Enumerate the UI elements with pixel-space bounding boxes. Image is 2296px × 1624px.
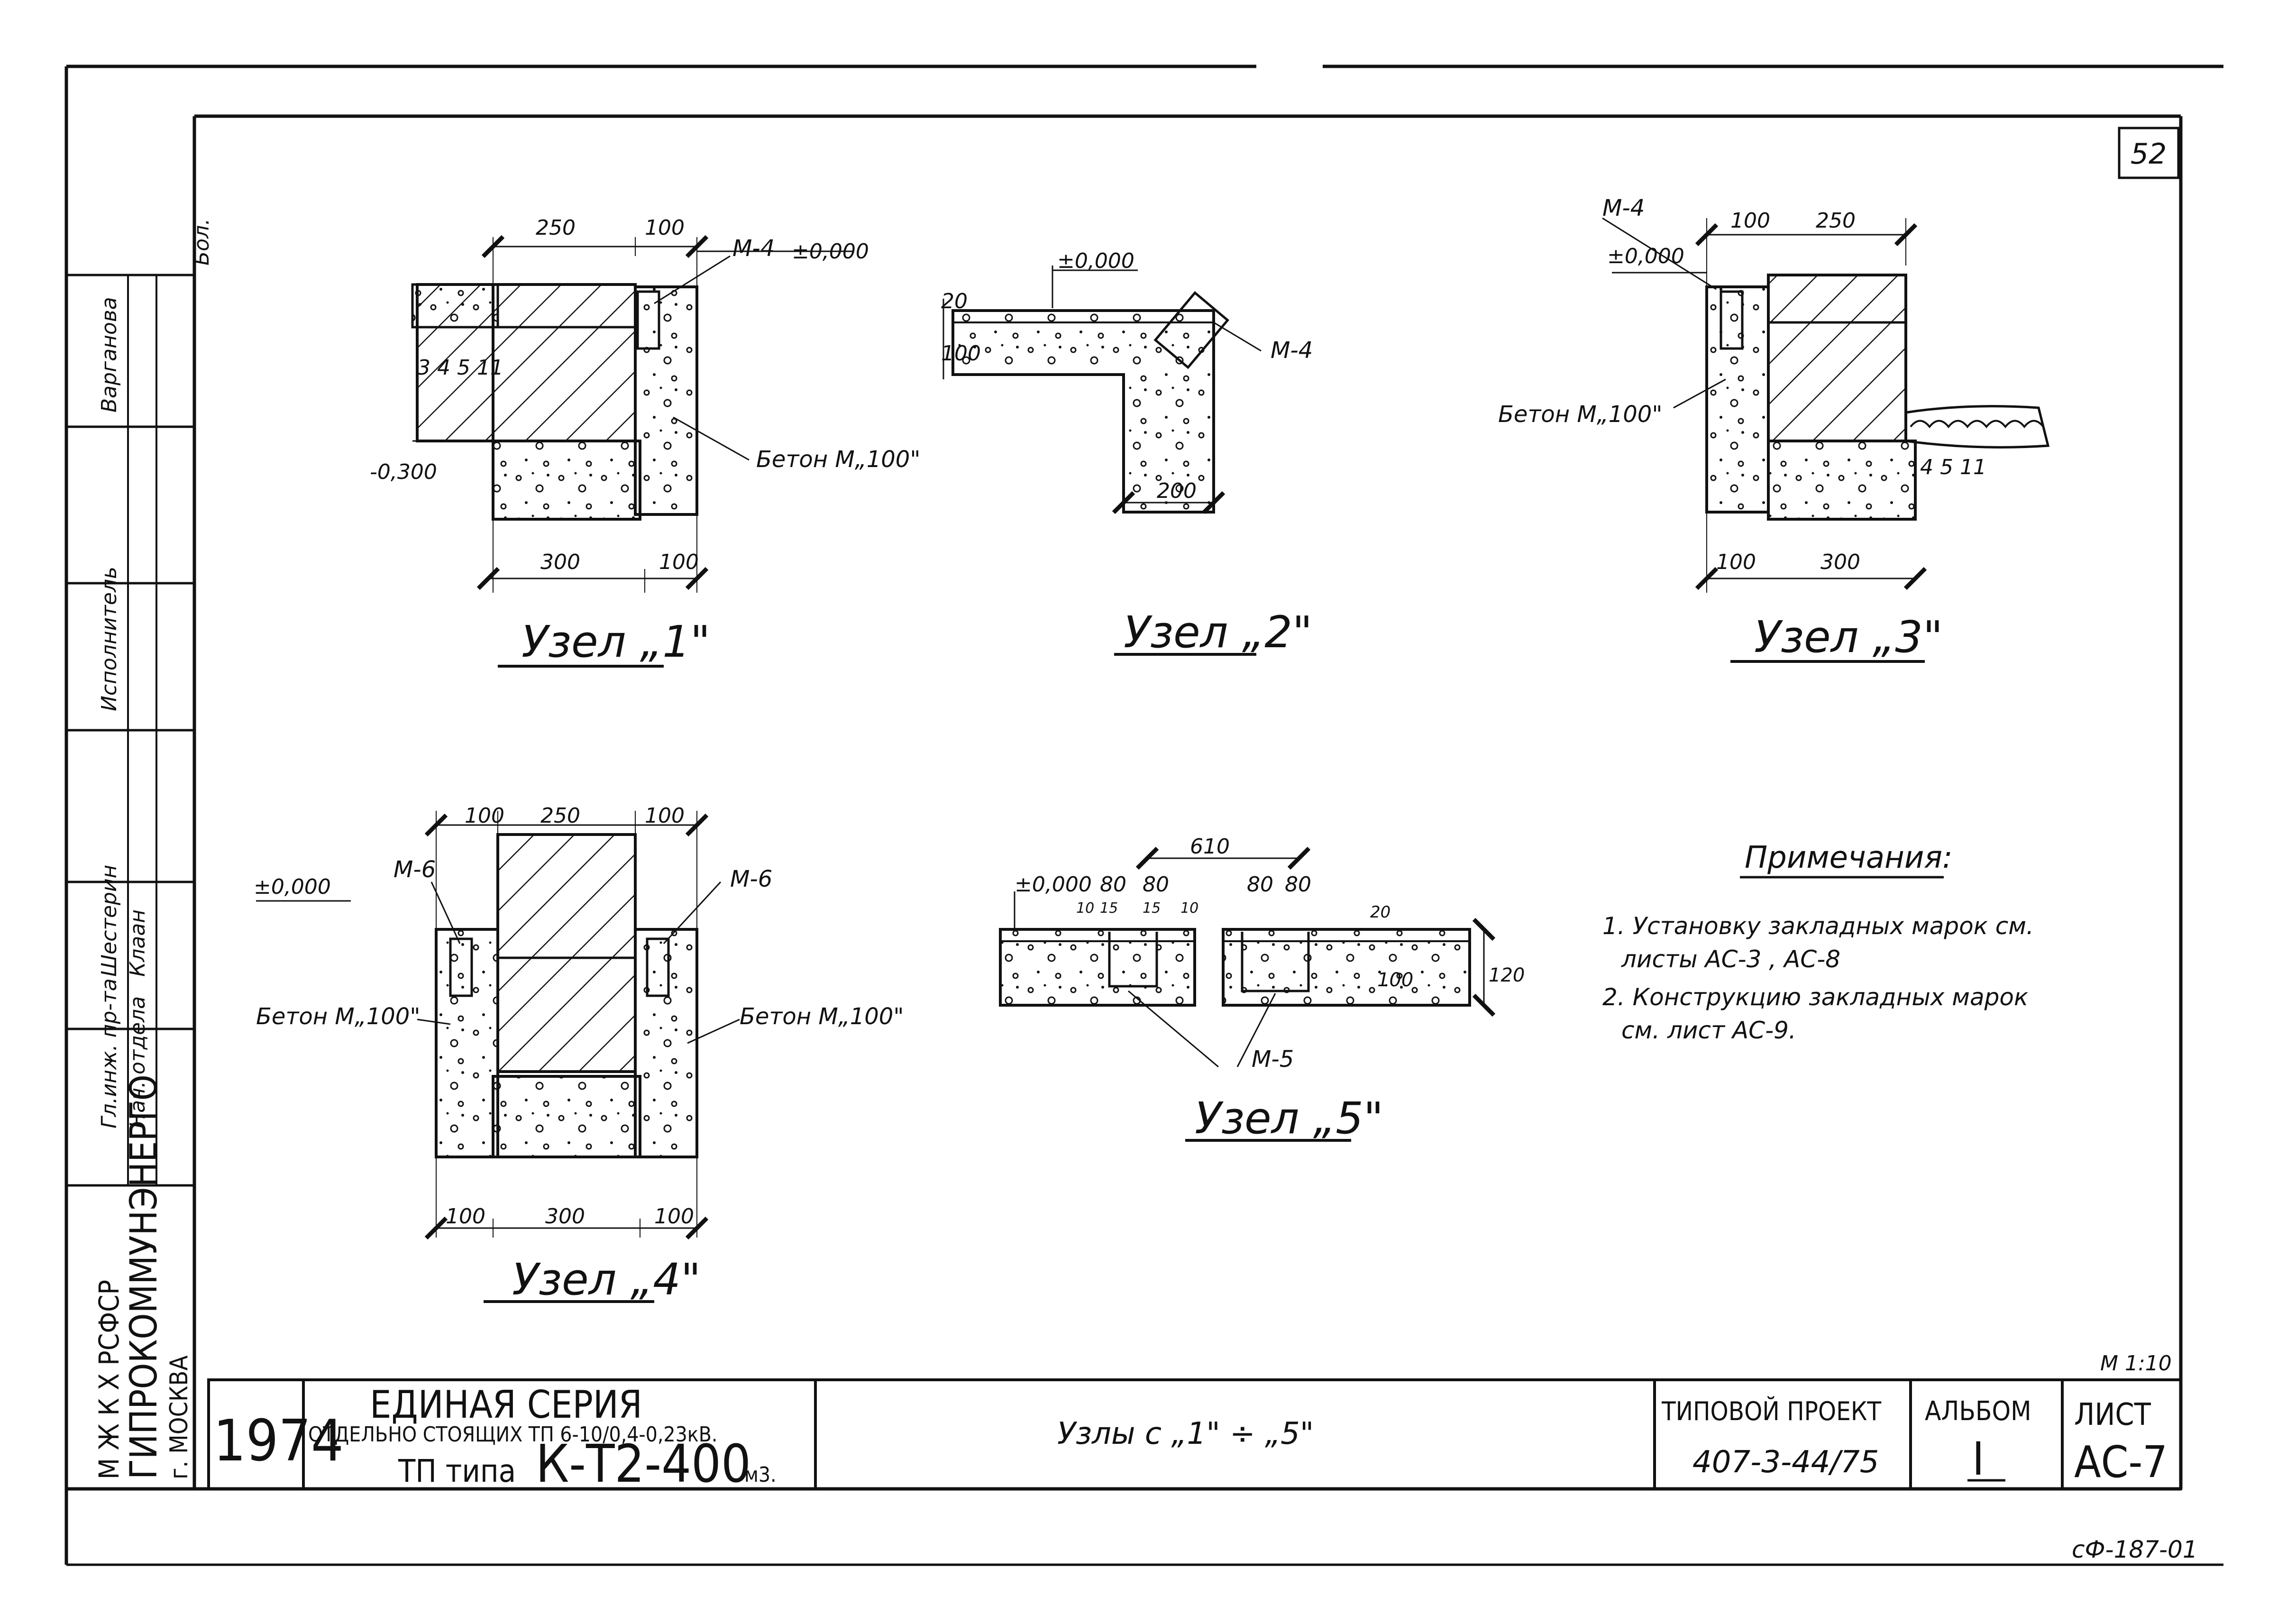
n1-concrete: Бетон М„100" [756,446,920,473]
n5-dim-15-b: 15 [1143,900,1161,917]
name-klaan: Клаан [126,909,150,977]
name-bol: Бол. [190,219,214,266]
n5-dim-10-b: 10 [1180,900,1198,917]
title-block: 1974 ЕДИНАЯ СЕРИЯ ОТДЕЛЬНО СТОЯЩИХ ТП 6-… [207,1378,2182,1494]
series-line-2: ОТДЕЛЬНО СТОЯЩИХ ТП 6-10/0,4-0,23кВ. [308,1422,717,1447]
sheet-value: АС-7 [2074,1437,2168,1487]
n5-dim-610: 610 [1190,835,1230,859]
n5-dim-15-a: 15 [1100,900,1118,917]
n3-layer: 4 5 11 [1920,455,1986,479]
n4-mark-right: М-6 [730,866,772,892]
n4-dim-300: 300 [545,1204,585,1229]
n1-layer: 3 4 5 11 [417,356,503,380]
role-executor: Исполнитель [97,567,121,711]
n4-dim-100-left: 100 [465,804,504,828]
n5-dim-80-c: 80 [1247,872,1273,897]
n1-dim-100-bottom: 100 [659,550,699,574]
notes-heading: Примечания: [1745,840,1953,875]
n3-title: Узел „3" [1754,612,1943,662]
series-line-1: ЕДИНАЯ СЕРИЯ [370,1383,642,1427]
n5-title: Узел „5" [1195,1093,1383,1144]
project-label: ТИПОВОЙ ПРОЕКТ [1661,1396,1881,1426]
side-stamp: Гл.инж. пр-та Нач. отдела Шестерин Клаан… [66,219,214,1479]
n5-dim-120: 120 [1489,964,1525,986]
note-line-2: листы АС-3 , АС-8 [1621,945,1840,973]
n1-dim-250: 250 [536,216,576,240]
n2-title: Узел „2" [1124,607,1312,658]
name-shesterin: Шестерин [97,865,121,977]
n5-dim-100: 100 [1377,969,1413,991]
org-city: г. МОСКВА [165,1356,193,1479]
album-label: АЛЬБОМ [1925,1396,2031,1427]
n4-mark-left: М-6 [393,856,436,883]
node-2: ±0,000 20 100 200 М-4 Узел „2" [941,249,1313,658]
n2-mark: М-4 [1271,337,1313,364]
role-chief-engineer: Гл.инж. пр-та [97,978,121,1129]
n1-dim-100-top: 100 [645,216,685,240]
n4-title: Узел „4" [512,1254,701,1305]
sheet-number-box: 52 [2118,127,2180,179]
drawing-name: Узлы с „1" ÷ „5" [1057,1416,1314,1451]
footer-code: сФ-187-01 [2072,1536,2198,1563]
note-line-1: 1. Установку закладных марок см. [1602,912,2034,940]
node-1: 250 100 300 100 ±0,000 -0,300 М-4 Бетон … [370,216,920,668]
n3-dim-300: 300 [1820,550,1860,574]
notes: Примечания: 1. Установку закладных марок… [1602,840,2034,1044]
name-varganova: Варганова [97,297,121,413]
sheet-number: 52 [2131,138,2167,171]
n3-mark: М-4 [1602,195,1645,221]
n1-mark: М-4 [732,235,775,262]
node-5: 610 80 80 80 80 10 15 15 10 20 100 120 ±… [999,835,1525,1144]
n2-dim-20: 20 [941,289,968,313]
n3-level-top: ±0,000 [1607,244,1684,268]
n5-level-top: ±0,000 [1015,872,1092,897]
series-line-3-suffix: м3. [744,1463,777,1487]
album-value: I [1972,1432,1984,1486]
sheet-label: ЛИСТ [2074,1397,2151,1432]
series-line-3-code: К-Т2-400 [536,1433,751,1494]
project-number: 407-3-44/75 [1692,1445,1879,1480]
org-name: ГИПРОКОММУНЭНЕРГО [123,1074,165,1479]
sheet-frame [64,64,2223,1566]
node-4: 100 250 100 100 300 100 ±0,000 М-6 М-6 Б… [254,804,904,1305]
n1-level-bottom: -0,300 [370,460,437,484]
note-line-4: см. лист АС-9. [1621,1017,1796,1044]
n3-dim-100-bottom: 100 [1716,550,1756,574]
role-department-head: Нач. отдела [126,996,150,1129]
n4-dim-100-right: 100 [645,804,685,828]
year: 1974 [213,1408,344,1474]
n5-mark: М-5 [1252,1046,1294,1073]
n5-dim-10-a: 10 [1076,900,1094,917]
n2-level-top: ±0,000 [1057,249,1134,273]
note-line-3: 2. Конструкцию закладных марок [1602,983,2028,1011]
n5-dim-80-b: 80 [1143,872,1169,897]
n2-dim-100: 100 [941,341,981,366]
n1-dim-300: 300 [540,550,580,574]
series-line-3-prefix: ТП типа [398,1453,516,1489]
org-top: М Ж К Х РСФСР [93,1280,125,1479]
n5-dim-20: 20 [1370,903,1390,922]
n4-concrete-right: Бетон М„100" [740,1003,904,1030]
n4-level-top: ±0,000 [254,875,331,899]
n4-dim-100-br: 100 [654,1204,694,1229]
n1-level-top: ±0,000 [792,239,869,264]
n3-dim-250: 250 [1816,209,1856,233]
n5-dim-80-a: 80 [1100,872,1126,897]
node-3: 100 250 100 300 ±0,000 М-4 Бетон М„100" … [1498,195,2050,663]
n1-title: Узел „1" [521,616,710,667]
n4-dim-100-bl: 100 [446,1204,485,1229]
n5-dim-80-d: 80 [1285,872,1311,897]
n3-dim-100-top: 100 [1730,209,1770,233]
scale-label: М 1:10 [2100,1351,2172,1376]
n4-concrete-left: Бетон М„100" [256,1003,420,1030]
n3-concrete: Бетон М„100" [1498,401,1662,428]
n4-dim-250: 250 [540,804,580,828]
n2-dim-200: 200 [1157,479,1197,503]
